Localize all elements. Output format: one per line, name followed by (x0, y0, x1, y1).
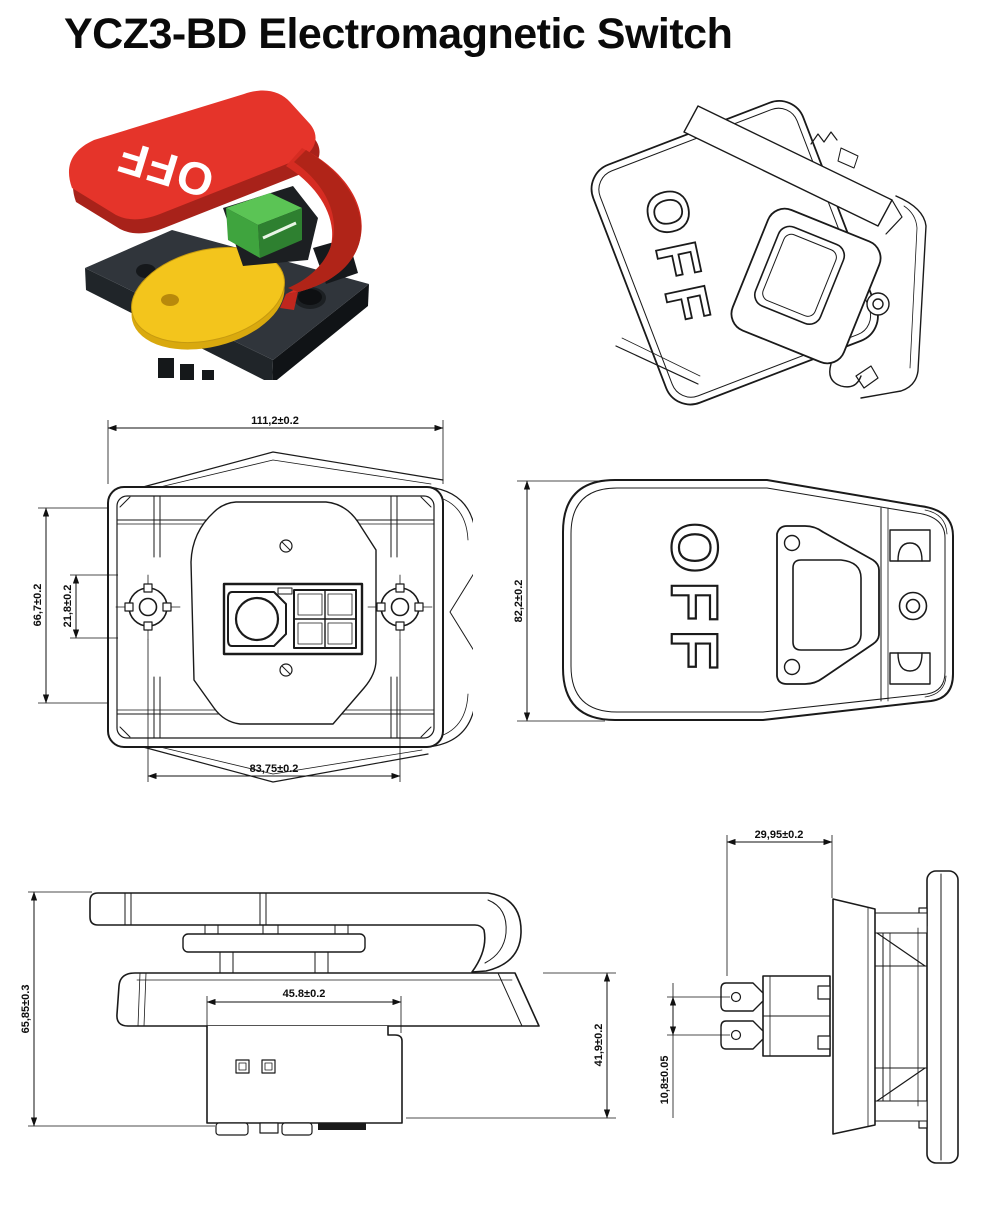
side-view: 65,85±0.3 45.8±0.2 41,9±0.2 (20, 891, 616, 1136)
side-view-drawing (89, 892, 540, 1136)
dim-pin-pitch-label: 10,8±0.05 (659, 1056, 671, 1105)
end-view-drawing (720, 870, 959, 1164)
bottom-view: 111,2±0.2 66,7±0.2 21,8±0.2 83,75±0.2 (32, 415, 473, 783)
feet (215, 1122, 366, 1136)
terminal-pin-top (720, 982, 764, 1012)
clip-details (880, 507, 948, 702)
product-photo: OFF (68, 90, 369, 380)
dim-total-height-label: 65,85±0.3 (20, 985, 32, 1034)
isometric-view: OFF (590, 100, 927, 406)
top-view-dimensions: 82,2±0.2 (513, 480, 605, 722)
dim-width-label: 111,2±0.2 (251, 415, 299, 427)
iso-lever-arm (683, 105, 903, 235)
end-view: 29,95±0.2 10,8±0.05 (659, 829, 959, 1164)
red-lever: OFF (68, 90, 362, 310)
mounting-boss-right (367, 574, 433, 640)
top-view-off-label: OFF (658, 522, 732, 678)
mounting-boss-left (115, 574, 181, 640)
dim-body-width-label: 45.8±0.2 (283, 988, 326, 1000)
dim-lever-width-label: 82,2±0.2 (513, 580, 525, 623)
page-title: YCZ3-BD Electromagnetic Switch (64, 10, 733, 58)
terminal-squares (235, 1059, 276, 1074)
screw-top (279, 539, 293, 553)
iso-body-frame (730, 207, 890, 365)
dim-hole-spacing-label: 83,75±0.2 (250, 763, 299, 775)
iso-terminals (810, 131, 859, 169)
yellow-cam (131, 246, 285, 350)
bottom-view-dimensions: 111,2±0.2 66,7±0.2 21,8±0.2 83,75±0.2 (32, 415, 444, 782)
iso-bottom-clips (829, 363, 879, 389)
bottom-view-drawing (107, 451, 473, 783)
dim-height-label: 66,7±0.2 (32, 584, 44, 627)
green-button (223, 186, 318, 266)
terminal-pin-bottom (720, 1020, 764, 1050)
top-view: OFF 82,2± (513, 479, 954, 722)
dim-depth-label: 29,95±0.2 (755, 829, 804, 841)
iso-side-wall (615, 195, 927, 399)
screw-bottom (279, 663, 293, 677)
connector-block (222, 582, 364, 656)
dim-lower-height-label: 41,9±0.2 (593, 1024, 605, 1067)
top-view-drawing: OFF (562, 479, 954, 721)
side-view-dimensions: 65,85±0.3 45.8±0.2 41,9±0.2 (20, 891, 616, 1127)
hinge-detail (776, 525, 880, 685)
end-view-dimensions: 29,95±0.2 10,8±0.05 (659, 829, 833, 1118)
dim-inner-height-label: 21,8±0.2 (62, 585, 74, 628)
